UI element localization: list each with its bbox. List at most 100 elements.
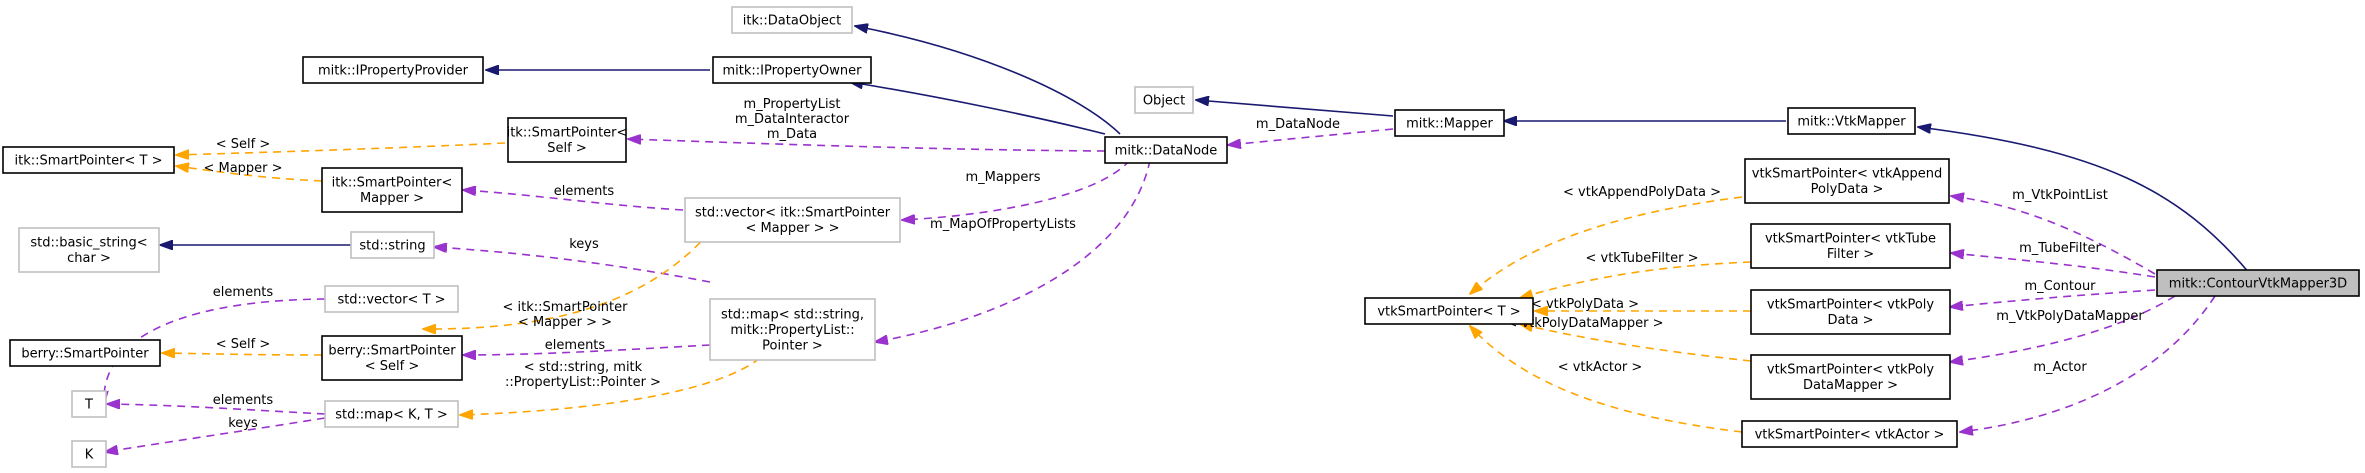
node-label: < Self > — [365, 359, 420, 374]
node-std-vector-t[interactable]: std::vector< T > — [324, 285, 459, 313]
label-line: < itk::SmartPointer — [503, 300, 629, 315]
node-label: mitk::DataNode — [1115, 143, 1218, 158]
node-t[interactable]: T — [71, 390, 107, 418]
node-vtk-smartpointer-polydata[interactable]: vtkSmartPointer< vtkPolyData > — [1750, 289, 1951, 335]
node-mitk-ipropertyprovider[interactable]: mitk::IPropertyProvider — [302, 56, 484, 84]
edge-contour-polydatamapper — [1950, 295, 2176, 362]
node-label: vtkSmartPointer< vtkPoly — [1767, 363, 1935, 378]
node-std-map-kt[interactable]: std::map< K, T > — [324, 400, 459, 428]
edge-datanode-map-property — [875, 159, 1151, 342]
node-label: itk::DataObject — [743, 13, 841, 28]
edge-polydatamapper-vtkt — [1520, 324, 1752, 362]
node-std-map-property[interactable]: std::map< std::string,mitk::PropertyList… — [709, 298, 876, 361]
node-box — [18, 227, 160, 273]
node-box — [324, 285, 459, 313]
node-box — [9, 339, 161, 367]
node-mitk-ipropertyowner[interactable]: mitk::IPropertyOwner — [712, 56, 872, 84]
label-keys-string: keys — [569, 237, 599, 252]
node-label: mitk::VtkMapper — [1797, 114, 1906, 129]
node-label: PolyData > — [1811, 182, 1884, 197]
node-std-basic-string[interactable]: std::basic_string<char > — [18, 227, 160, 273]
edge-appendpolydata-vtkt — [1470, 196, 1743, 294]
node-box — [1750, 223, 1951, 269]
node-mitk-datanode[interactable]: mitk::DataNode — [1104, 136, 1228, 164]
node-vtk-smartpointer-actor[interactable]: vtkSmartPointer< vtkActor > — [1741, 420, 1958, 448]
node-label: Pointer > — [762, 338, 823, 353]
node-vtk-smartpointer-appendpolydata[interactable]: vtkSmartPointer< vtkAppendPolyData > — [1744, 158, 1950, 204]
edge-vector-mapper-vectort — [423, 231, 711, 329]
node-box — [2156, 269, 2360, 297]
edge-mapkt-k — [105, 417, 326, 452]
label-elements-t: elements — [213, 285, 274, 300]
edge-berrysp-self — [162, 353, 323, 355]
node-label: std::map< K, T > — [335, 407, 448, 422]
node-label: std::string — [359, 238, 425, 253]
node-std-string[interactable]: std::string — [350, 231, 435, 259]
label-vtkpolydata: < vtkPolyData > — [1531, 297, 1639, 312]
node-itk-smartpointer-mapper[interactable]: itk::SmartPointer<Mapper > — [321, 167, 463, 213]
label-line: m_Data — [767, 127, 817, 142]
edge-object-mapper — [1196, 100, 1394, 117]
node-itk-smartpointer-self[interactable]: itk::SmartPointer<Self > — [507, 117, 628, 163]
node-vtk-smartpointer-polydatamapper[interactable]: vtkSmartPointer< vtkPolyDataMapper > — [1750, 354, 1951, 400]
node-label: mitk::PropertyList:: — [730, 323, 854, 338]
node-mitk-vtkmapper[interactable]: mitk::VtkMapper — [1787, 107, 1916, 135]
label-line: ::PropertyList::Pointer > — [505, 375, 661, 390]
label-map-of-property-lists: m_MapOfPropertyLists — [930, 217, 1076, 232]
edge-map-property-string — [434, 247, 711, 283]
node-label: mitk::ContourVtkMapper3D — [2169, 276, 2347, 291]
label-tube-filter: m_TubeFilter — [2019, 241, 2101, 256]
label-actor: m_Actor — [2033, 360, 2087, 375]
node-label: Self > — [547, 141, 586, 156]
node-box — [1741, 420, 1958, 448]
node-label: std::vector< itk::SmartPointer — [695, 206, 891, 221]
edge-propertyowner-datanode — [850, 82, 1106, 135]
node-label: char > — [67, 251, 111, 266]
nodes: itk::DataObject mitk::IPropertyProvider … — [2, 6, 2360, 468]
node-box — [321, 335, 463, 381]
label-keys-k: keys — [228, 416, 258, 431]
node-mitk-mapper[interactable]: mitk::Mapper — [1394, 109, 1505, 137]
node-label: berry::SmartPointer — [328, 344, 456, 359]
node-label: mitk::IPropertyOwner — [723, 63, 863, 78]
label-vtkappend: < vtkAppendPolyData > — [1563, 185, 1721, 200]
node-berry-smartpointer-self[interactable]: berry::SmartPointer< Self > — [321, 335, 463, 381]
label-mapper-itk: < Mapper > — [203, 161, 282, 176]
node-vtk-smartpointer-tubefilter[interactable]: vtkSmartPointer< vtkTubeFilter > — [1750, 223, 1951, 269]
edge-vectort-t — [104, 298, 326, 404]
label-elements-berry: elements — [545, 338, 606, 353]
label-self-berry: < Self > — [216, 337, 271, 352]
node-k[interactable]: K — [71, 440, 107, 468]
node-box — [1104, 136, 1228, 164]
node-box — [1750, 289, 1951, 335]
node-label: T — [84, 397, 93, 412]
edge-contour-actor — [1960, 295, 2216, 432]
node-mitk-contourvtkmapper3d[interactable]: mitk::ContourVtkMapper3D — [2156, 269, 2360, 297]
node-label: mitk::IPropertyProvider — [318, 63, 469, 78]
node-vtk-smartpointer-t[interactable]: vtkSmartPointer< T > — [1364, 297, 1534, 325]
node-label: std::map< std::string, — [721, 307, 864, 322]
node-object[interactable]: Object — [1134, 86, 1194, 114]
edge-datanode-itksp-self — [628, 139, 1106, 152]
node-std-vector-mapper[interactable]: std::vector< itk::SmartPointer< Mapper >… — [684, 197, 901, 243]
node-berry-smartpointer[interactable]: berry::SmartPointer — [9, 339, 161, 367]
node-box — [1750, 354, 1951, 400]
edge-contour-appendpolydata — [1951, 196, 2156, 275]
node-box — [321, 167, 463, 213]
edge-itksp-t-mapper — [176, 166, 323, 182]
node-label: vtkSmartPointer< vtkTube — [1765, 232, 1936, 247]
node-itk-smartpointer-t[interactable]: itk::SmartPointer< T > — [2, 146, 175, 174]
node-box — [71, 440, 107, 468]
node-label: K — [85, 447, 94, 462]
node-label: vtkSmartPointer< T > — [1377, 304, 1520, 319]
label-line: < Mapper > > — [518, 315, 612, 330]
node-itk-dataobject[interactable]: itk::DataObject — [731, 6, 853, 34]
node-label: mitk::Mapper — [1406, 116, 1493, 131]
edge-map-property-mapkt — [460, 357, 761, 415]
node-label: berry::SmartPointer — [21, 346, 149, 361]
node-box — [1364, 297, 1534, 325]
node-label: vtkSmartPointer< vtkActor > — [1755, 427, 1945, 442]
